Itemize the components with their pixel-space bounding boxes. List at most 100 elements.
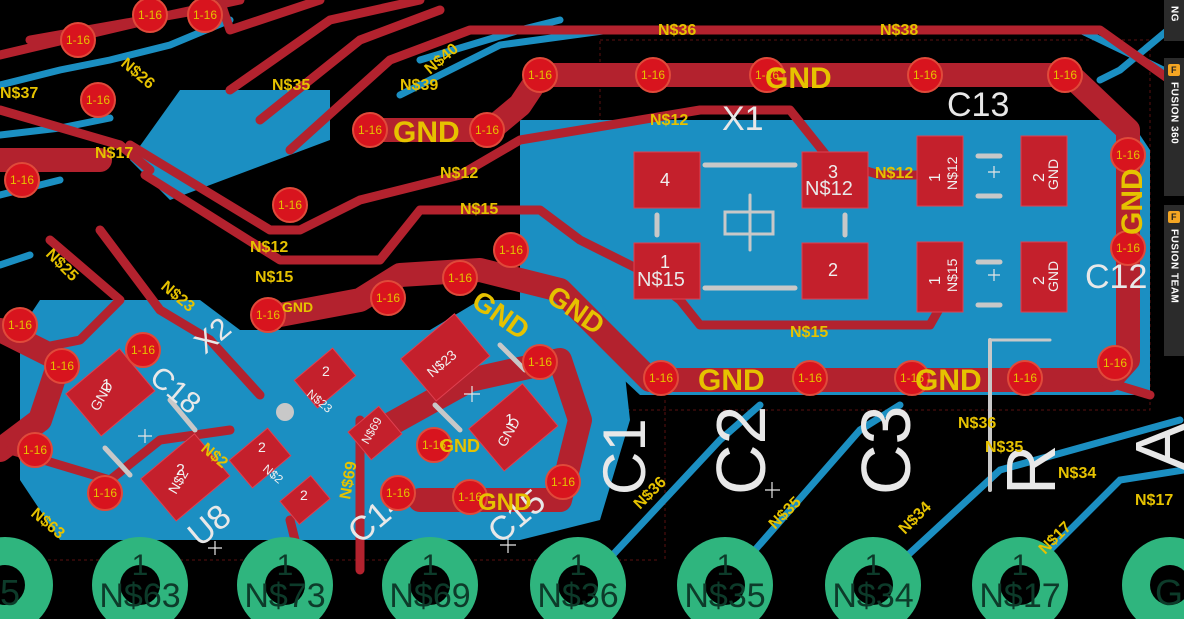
net-gnd-right: GND bbox=[1116, 168, 1149, 235]
via-label: 1-16 bbox=[422, 438, 446, 452]
header-pin-number: 1 bbox=[865, 549, 882, 582]
via: 1-16 bbox=[894, 360, 930, 396]
net-n35-top: N$35 bbox=[272, 77, 310, 94]
c12-pad-1 bbox=[916, 241, 964, 313]
via-label: 1-16 bbox=[913, 68, 937, 82]
net-gnd-bottom: GND bbox=[698, 364, 765, 397]
via-label: 1-16 bbox=[358, 123, 382, 137]
label-c1: C1 bbox=[591, 418, 658, 495]
header-pin-number: 1 bbox=[132, 549, 149, 582]
via-label: 1-16 bbox=[193, 8, 217, 22]
fusion-360-tab[interactable]: F FUSION 360 bbox=[1164, 58, 1184, 196]
c15-pad-1 bbox=[468, 383, 559, 472]
via: 1-16 bbox=[545, 464, 581, 500]
label-c3: C3 bbox=[847, 406, 925, 495]
fusion-360-icon: F bbox=[1168, 64, 1180, 76]
pad-net-c13-1: N$12 bbox=[944, 156, 960, 190]
via-label: 1-16 bbox=[798, 371, 822, 385]
pad-net-c12-2: GND bbox=[1045, 261, 1061, 292]
via-label: 1-16 bbox=[138, 8, 162, 22]
net-n38-top: N$38 bbox=[880, 22, 918, 39]
net-n39: N$39 bbox=[400, 77, 438, 94]
pad-num-x2-2: 2 bbox=[322, 363, 330, 379]
net-n34: N$34 bbox=[1058, 465, 1096, 482]
label-a: A bbox=[1121, 423, 1184, 470]
smd-pads bbox=[65, 135, 1068, 526]
via: 1-16 bbox=[493, 232, 529, 268]
pad-net-x1-1: N$15 bbox=[637, 269, 685, 291]
label-c13: C13 bbox=[947, 86, 1009, 124]
header-pin-number: 1 bbox=[277, 549, 294, 582]
via-label: 1-16 bbox=[1116, 148, 1140, 162]
net-n36: N$36 bbox=[958, 415, 996, 432]
via: 1-16 bbox=[60, 22, 96, 58]
c13-pad-2 bbox=[1020, 135, 1068, 207]
via-label: 1-16 bbox=[23, 443, 47, 457]
via: 1-16 bbox=[250, 297, 286, 333]
pad-num-x1-2: 2 bbox=[828, 260, 838, 280]
via: 1-16 bbox=[749, 57, 785, 93]
c13-pad-1 bbox=[916, 135, 964, 207]
via-label: 1-16 bbox=[10, 173, 34, 187]
via-label: 1-16 bbox=[499, 243, 523, 257]
via-label: 1-16 bbox=[8, 318, 32, 332]
via-label: 1-16 bbox=[1013, 371, 1037, 385]
via: 1-16 bbox=[469, 112, 505, 148]
c18-pad-2 bbox=[140, 433, 231, 522]
via-label: 1-16 bbox=[458, 490, 482, 504]
header-label-edge-right: G bbox=[1155, 572, 1183, 613]
pad-num-c13-1: 1 bbox=[927, 173, 944, 182]
net-n12-4: N$12 bbox=[250, 239, 288, 256]
origin-markers bbox=[138, 166, 1000, 555]
c14-pad-1 bbox=[347, 405, 403, 461]
header-net-label: N$73 bbox=[244, 577, 325, 615]
net-gnd-bottom-right: GND bbox=[915, 364, 982, 397]
via: 1-16 bbox=[44, 348, 80, 384]
via: 1-16 bbox=[452, 479, 488, 515]
c14-pad-2 bbox=[279, 474, 331, 526]
pad-num-c13-2: 2 bbox=[1031, 173, 1048, 182]
header-net-label: N$63 bbox=[99, 577, 180, 615]
via: 1-16 bbox=[416, 427, 452, 463]
x1-pad-1 bbox=[633, 242, 701, 300]
via-label: 1-16 bbox=[528, 68, 552, 82]
net-n15-2: N$15 bbox=[255, 269, 293, 286]
via-label: 1-16 bbox=[86, 93, 110, 107]
via-label: 1-16 bbox=[131, 343, 155, 357]
pad-num-c15-1: 1 bbox=[505, 412, 514, 429]
pad-num-u8-2: 2 bbox=[258, 439, 266, 455]
via-label: 1-16 bbox=[900, 371, 924, 385]
side-tab-top[interactable]: NG bbox=[1164, 0, 1184, 41]
via: 1-16 bbox=[1047, 57, 1083, 93]
c15-pad-2 bbox=[400, 313, 491, 402]
via-label: 1-16 bbox=[278, 198, 302, 212]
via: 1-16 bbox=[125, 332, 161, 368]
header-pin-number: 1 bbox=[422, 549, 439, 582]
pad-net-c13-2: GND bbox=[1045, 159, 1061, 190]
u8-pad-2 bbox=[228, 427, 292, 489]
net-n17: N$17 bbox=[1135, 492, 1173, 509]
fusion-team-tab[interactable]: F FUSION TEAM bbox=[1164, 205, 1184, 356]
net-gnd-c14: GND bbox=[478, 489, 531, 516]
via: 1-16 bbox=[442, 260, 478, 296]
header-pin-number: 1 bbox=[1012, 549, 1029, 582]
silkscreen-layer bbox=[102, 153, 1052, 492]
net-n17-left: N$17 bbox=[95, 145, 133, 162]
side-tab-top-label: NG bbox=[1168, 6, 1180, 22]
via-label: 1-16 bbox=[256, 308, 280, 322]
pad-num-c18-1: 1 bbox=[102, 377, 111, 394]
via-label: 1-16 bbox=[528, 355, 552, 369]
net-n12-2: N$12 bbox=[440, 165, 478, 182]
label-c2: C2 bbox=[702, 406, 780, 495]
via: 1-16 bbox=[272, 187, 308, 223]
pad-numbers: 4 1 2 3 1 2 1 2 1 2 2 2 2 1 bbox=[102, 162, 1048, 503]
net-n15-3: N$15 bbox=[790, 324, 828, 341]
header-net-label: N$36 bbox=[537, 577, 618, 615]
label-c12: C12 bbox=[1085, 258, 1147, 296]
pad-num-c12-2: 2 bbox=[1031, 276, 1048, 285]
label-r: R bbox=[992, 444, 1070, 495]
header-net-label: N$17 bbox=[979, 577, 1060, 615]
header-net-label: N$34 bbox=[832, 577, 913, 615]
